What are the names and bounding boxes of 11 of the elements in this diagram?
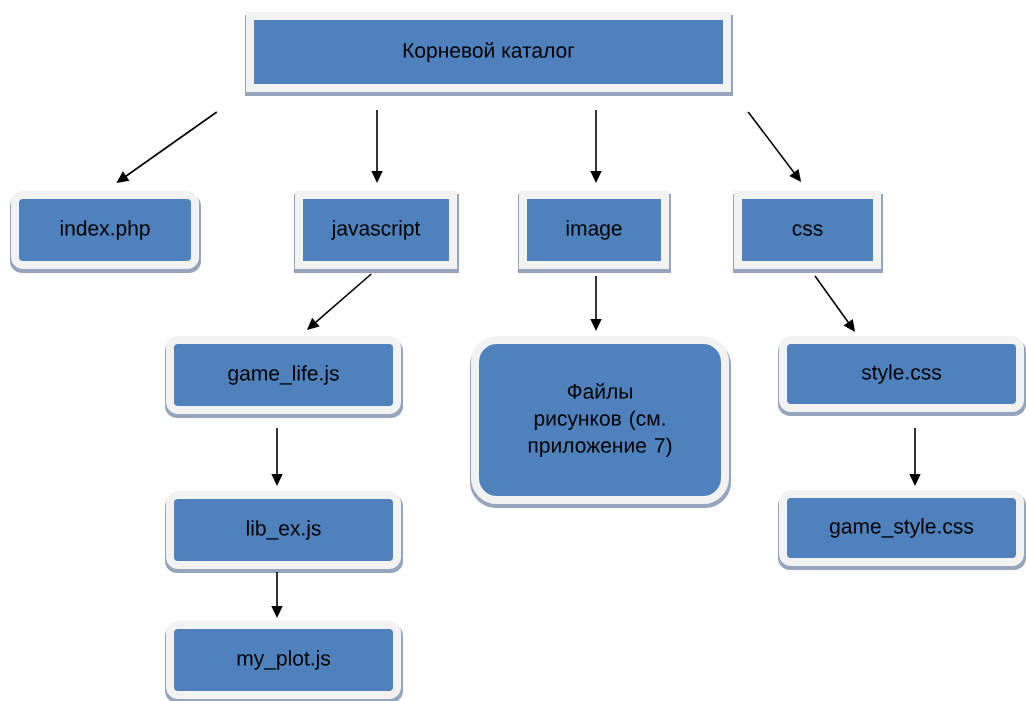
folder-box: lib_ex.js	[165, 491, 403, 573]
folder-box: index.php	[10, 191, 201, 273]
folder-box: Корневой каталог	[245, 12, 733, 96]
folder-box: style.css	[778, 336, 1026, 416]
folder-box: Файлы рисунков (см. приложение 7)	[470, 336, 731, 508]
folder-box: game_style.css	[778, 490, 1026, 570]
folder-box: javascript	[294, 191, 459, 273]
folder-box: game_life.js	[165, 336, 403, 418]
folder-box: my_plot.js	[165, 621, 403, 701]
folder-box: css	[733, 191, 883, 273]
folder-box: image	[518, 191, 671, 273]
